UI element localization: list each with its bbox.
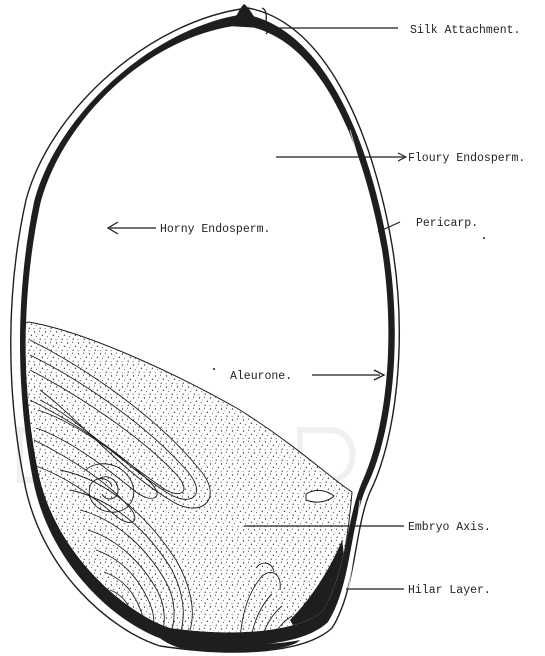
speck bbox=[483, 237, 485, 239]
speck bbox=[213, 368, 215, 370]
label-pericarp: Pericarp. bbox=[416, 217, 478, 230]
label-horny-endosperm: Horny Endosperm. bbox=[160, 223, 270, 236]
label-silk-attachment: Silk Attachment. bbox=[410, 24, 520, 37]
label-hilar-layer: Hilar Layer. bbox=[408, 584, 491, 597]
label-aleurone: Aleurone. bbox=[230, 370, 292, 383]
label-embryo-axis: Embryo Axis. bbox=[408, 521, 491, 534]
label-floury-endosperm: Floury Endosperm. bbox=[408, 152, 525, 165]
